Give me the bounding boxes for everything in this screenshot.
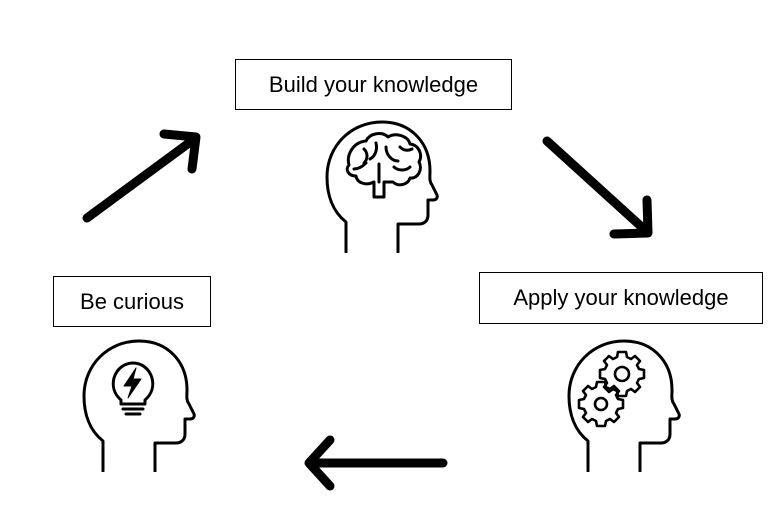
- step-build-label: Build your knowledge: [268, 71, 479, 97]
- step-apply-label-box: Apply your knowledge: [479, 272, 763, 324]
- step-curious-label-box: Be curious: [53, 276, 211, 327]
- step-apply-label: Apply your knowledge: [513, 285, 729, 310]
- arrow-build-to-apply: [542, 136, 653, 239]
- lightning-icon: [123, 367, 142, 399]
- gear-icon-small: [577, 380, 625, 428]
- lightbulb-head-icon: [82, 339, 196, 472]
- gear-icon-large: [598, 350, 646, 398]
- gears-head-icon: [567, 339, 681, 472]
- step-build-label-box: Build your knowledge: [235, 59, 512, 110]
- brain-head-icon: [325, 120, 439, 253]
- arrow-apply-to-curious: [304, 435, 448, 491]
- step-curious-label: Be curious: [80, 288, 184, 314]
- arrow-curious-to-build: [82, 129, 201, 223]
